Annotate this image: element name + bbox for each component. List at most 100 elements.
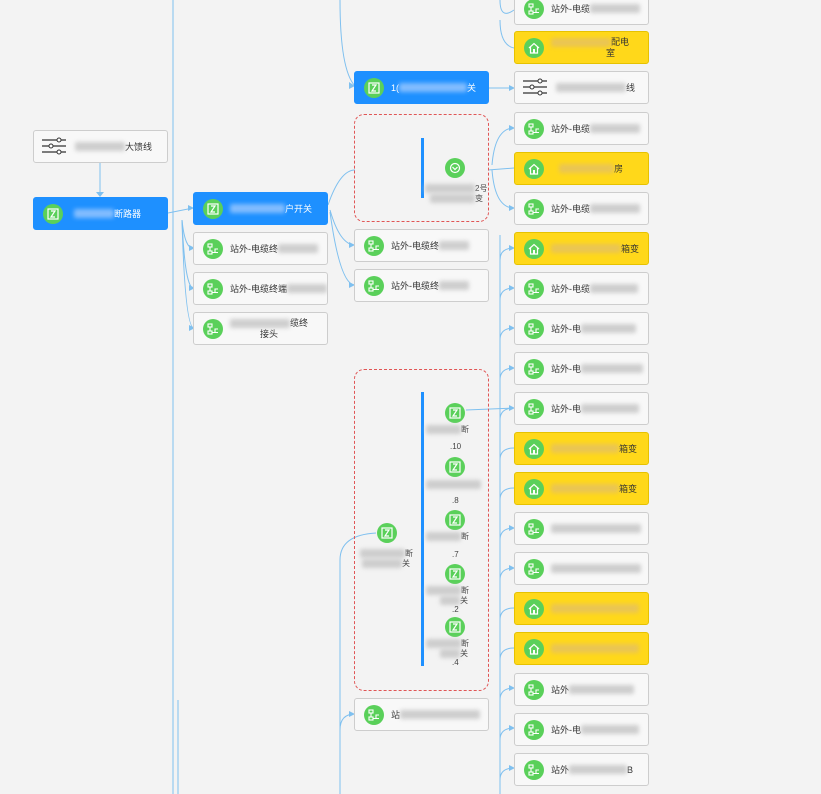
switch-icon[interactable] xyxy=(445,564,465,584)
switch-icon xyxy=(364,77,384,98)
cable-joint-node[interactable]: 缆终 接头 xyxy=(193,312,328,345)
cable-terminal-node[interactable]: 站外-电 xyxy=(514,713,649,746)
cable-joint-label: 缆终 xyxy=(290,317,309,328)
feeder-line-icon xyxy=(522,77,548,99)
cable-terminal-icon xyxy=(203,238,223,259)
cable-terminal-node[interactable]: 站外-电缆 xyxy=(514,192,649,225)
cable-terminal-label: 站 xyxy=(391,710,401,720)
building-icon xyxy=(524,438,544,459)
sub-switch-num: .2 xyxy=(452,605,459,614)
switch-10kv-suffix: 关 xyxy=(467,83,477,93)
cable-terminal-icon xyxy=(524,198,544,219)
cable-terminal-icon xyxy=(524,358,544,379)
switch-10kv-node[interactable]: 1( 关 xyxy=(354,71,489,104)
feeder-node[interactable]: 大馈线 xyxy=(33,130,168,163)
box-transformer-node[interactable]: 箱变 xyxy=(514,232,649,265)
switch-icon[interactable] xyxy=(445,617,465,637)
building-icon xyxy=(524,158,544,179)
pole-group xyxy=(354,114,489,222)
cable-terminal-node[interactable] xyxy=(514,552,649,585)
sub-switch-tail: 关 xyxy=(440,648,468,659)
cable-terminal-icon xyxy=(364,704,384,725)
switch-icon[interactable] xyxy=(445,403,465,423)
switch-icon xyxy=(43,203,63,224)
box-transformer-node[interactable] xyxy=(514,592,649,625)
cable-terminal-node[interactable] xyxy=(514,512,649,545)
building-icon xyxy=(524,638,544,659)
cable-terminal-icon xyxy=(524,558,544,579)
ring-main-label: 断 xyxy=(360,548,413,559)
sub-switch-num: .8 xyxy=(452,496,459,505)
cable-terminal-node[interactable]: 站外-电 xyxy=(514,312,649,345)
sub-switch-label xyxy=(426,480,481,490)
cable-terminal-icon xyxy=(364,275,384,296)
cable-terminal-icon xyxy=(524,398,544,419)
sub-switch-label: 断 xyxy=(426,638,469,649)
cable-terminal-label: 站外-电缆终 xyxy=(391,281,439,291)
cable-terminal-node[interactable]: 站外-电缆 xyxy=(514,112,649,145)
sub-switch-num: .7 xyxy=(452,550,459,559)
cable-terminal-icon xyxy=(203,278,223,299)
breaker-node[interactable]: 断路器 xyxy=(33,197,168,230)
transformer-icon[interactable] xyxy=(445,158,465,178)
pole-label-bottom: 变 xyxy=(430,193,483,204)
sub-switch-label: 断 xyxy=(426,531,469,542)
cable-terminal-node[interactable]: 站外-电缆 xyxy=(514,0,649,25)
cable-terminal-icon xyxy=(524,278,544,299)
cable-terminal-node[interactable]: 站外-电缆终 xyxy=(193,232,328,265)
cable-terminal-label: 站外-电缆终 xyxy=(391,241,439,251)
feeder-line-icon xyxy=(41,136,67,158)
box-transformer-node[interactable]: 箱变 xyxy=(514,472,649,505)
building-icon xyxy=(524,478,544,499)
ring-main-bus xyxy=(421,392,424,666)
cable-terminal-node[interactable]: 站外-电缆终 xyxy=(354,269,489,302)
ring-main-sub: 关 xyxy=(362,558,410,569)
cable-joint-sub: 接头 xyxy=(260,328,279,339)
switch-icon[interactable] xyxy=(377,523,397,543)
user-switch-node[interactable]: 户开关 xyxy=(193,192,328,225)
building-icon xyxy=(524,598,544,619)
box-transformer-node[interactable]: 箱变 xyxy=(514,432,649,465)
cable-terminal-node[interactable]: 站外-电 xyxy=(514,392,649,425)
cable-terminal-icon xyxy=(524,318,544,339)
cable-terminal-node[interactable]: 站外-电缆终端 xyxy=(193,272,328,305)
feeder-label: 大馈线 xyxy=(125,142,153,152)
power-room-node[interactable]: 房 xyxy=(514,152,649,185)
cable-terminal-icon xyxy=(524,719,544,740)
cable-terminal-node[interactable]: 站外-电 xyxy=(514,352,649,385)
cable-terminal-icon xyxy=(364,235,384,256)
sub-switch-num: .4 xyxy=(452,658,459,667)
sub-switch-label: 断 xyxy=(426,424,469,435)
building-icon xyxy=(524,37,544,58)
power-room-node[interactable]: 配电室 xyxy=(514,31,649,64)
feeder-node[interactable]: 线 xyxy=(514,71,649,104)
sub-switch-tail: 关 xyxy=(440,595,468,606)
sub-switch-label: 断 xyxy=(426,585,469,596)
user-switch-label: 户开关 xyxy=(285,204,313,214)
cable-terminal-node[interactable]: 站外-电缆终 xyxy=(354,229,489,262)
cable-terminal-icon xyxy=(524,759,544,780)
sub-switch-num: .10 xyxy=(450,442,462,451)
cable-terminal-label: 站外-电缆终 xyxy=(230,244,278,254)
cable-terminal-node[interactable]: 站外 xyxy=(514,673,649,706)
switch-icon[interactable] xyxy=(445,457,465,477)
building-icon xyxy=(524,238,544,259)
pole-bus xyxy=(421,138,424,198)
cable-terminal-node[interactable]: 站外-电缆 xyxy=(514,272,649,305)
cable-terminal-node[interactable]: 站 xyxy=(354,698,489,731)
switch-icon[interactable] xyxy=(445,510,465,530)
cable-terminal-icon xyxy=(524,518,544,539)
pole-label-top: 2号 xyxy=(425,183,487,194)
cable-terminal-icon xyxy=(524,118,544,139)
box-transformer-node[interactable] xyxy=(514,632,649,665)
cable-terminal-label: 站外-电缆终端 xyxy=(230,284,287,294)
ring-main-group xyxy=(354,369,489,691)
switch-icon xyxy=(203,198,223,219)
cable-terminal-icon xyxy=(524,0,544,19)
cable-terminal-icon xyxy=(524,679,544,700)
cable-terminal-icon xyxy=(203,318,223,339)
switch-10kv-label: 1( xyxy=(391,82,400,93)
